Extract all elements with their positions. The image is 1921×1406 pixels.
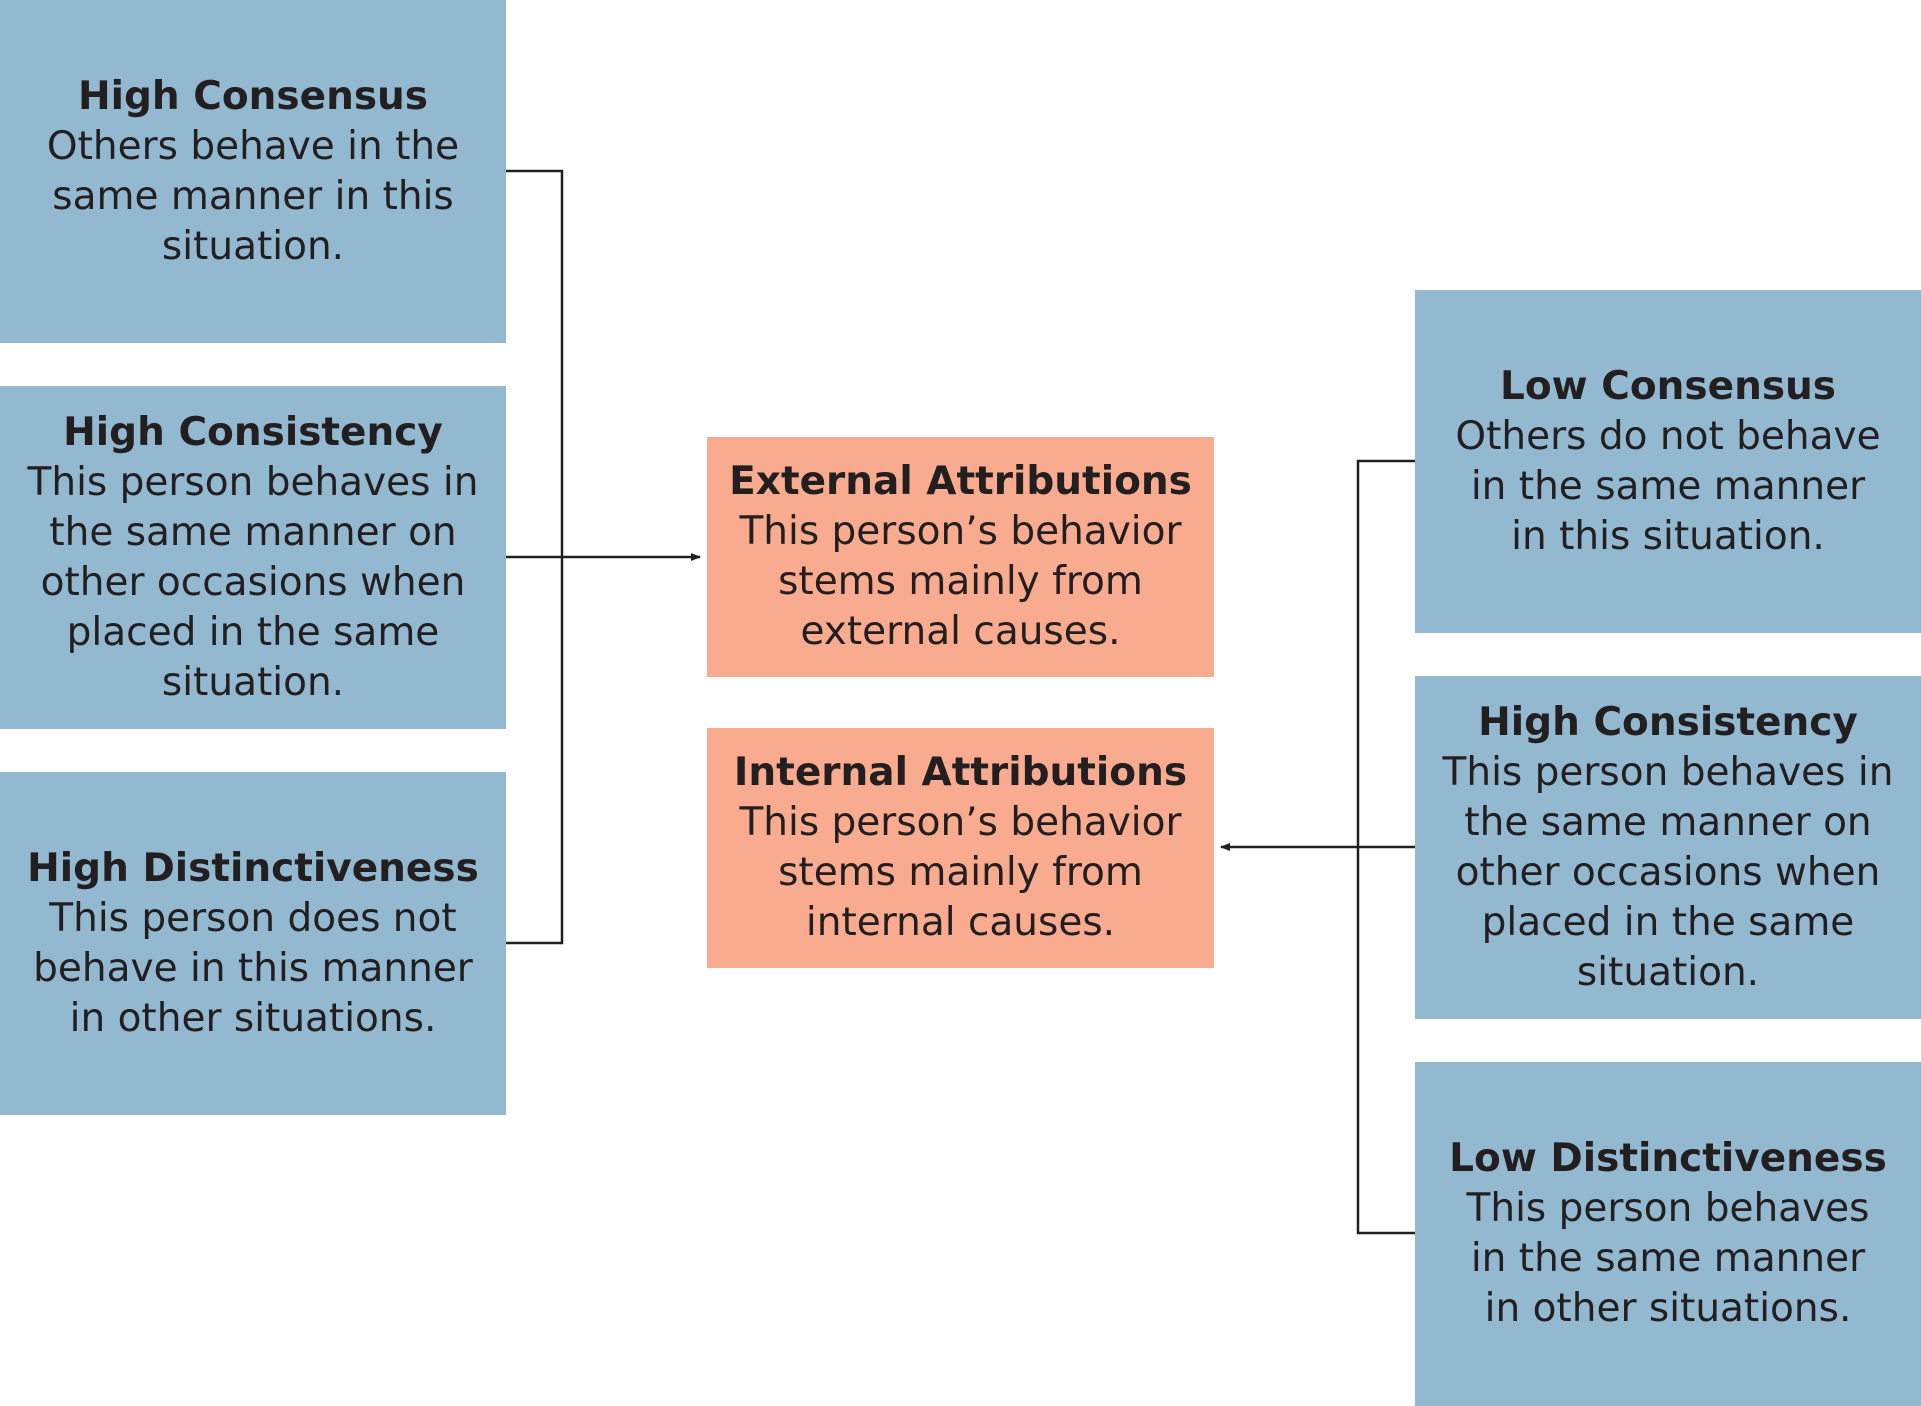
factor-description: This person behaves in the same manner i…: [1466, 1186, 1870, 1331]
high-consistency-box-left: High Consistency This person behaves in …: [0, 386, 506, 729]
low-distinctiveness-box: Low Distinctiveness This person behaves …: [1415, 1062, 1921, 1406]
outcome-description: This person’s behavior stems mainly from…: [739, 509, 1182, 654]
outcome-title: Internal Attributions: [733, 750, 1188, 795]
factor-description: This person behaves in the same manner o…: [27, 459, 479, 705]
outcome-description: This person’s behavior stems mainly from…: [739, 800, 1182, 945]
outcome-title: External Attributions: [729, 459, 1192, 504]
factor-description: This person behaves in the same manner o…: [1442, 749, 1894, 995]
factor-description: This person does not behave in this mann…: [33, 895, 473, 1041]
high-consensus-box: High Consensus Others behave in the same…: [0, 0, 506, 343]
factor-title: High Consensus: [77, 73, 429, 119]
high-distinctiveness-box: High Distinctiveness This person does no…: [0, 772, 506, 1115]
factor-title: Low Distinctiveness: [1449, 1136, 1887, 1181]
factor-description: Others do not behave in the same manner …: [1455, 413, 1881, 559]
high-consistency-box-right: High Consistency This person behaves in …: [1415, 676, 1921, 1019]
external-attributions-box: External Attributions This person’s beha…: [707, 437, 1214, 677]
factor-title: High Consistency: [63, 409, 443, 455]
internal-attributions-box: Internal Attributions This person’s beha…: [707, 728, 1214, 968]
low-consensus-box: Low Consensus Others do not behave in th…: [1415, 290, 1921, 633]
factor-title: High Distinctiveness: [27, 845, 479, 891]
factor-description: Others behave in the same manner in this…: [46, 123, 460, 269]
factor-title: Low Consensus: [1499, 363, 1837, 409]
factor-title: High Consistency: [1478, 699, 1858, 745]
